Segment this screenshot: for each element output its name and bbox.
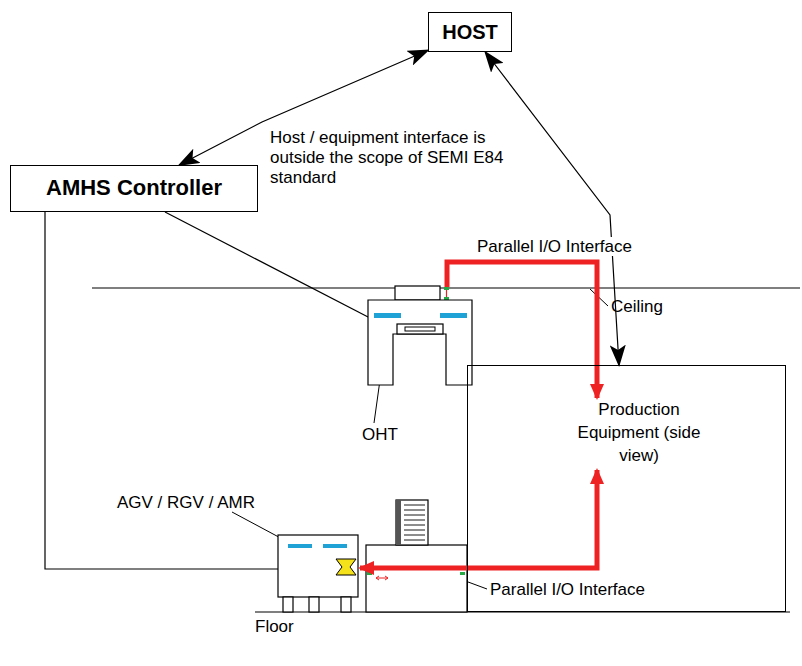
annotation-label: Floor bbox=[255, 617, 294, 637]
wafer-line bbox=[404, 505, 425, 506]
pio-link bbox=[360, 470, 597, 568]
control-wire bbox=[45, 212, 278, 569]
annotation-label: Parallel I/O Interface bbox=[490, 580, 645, 600]
agv-leg bbox=[309, 597, 319, 612]
carrier-door bbox=[396, 500, 401, 545]
wafer-line bbox=[404, 540, 425, 541]
system-box: HOST bbox=[428, 12, 512, 52]
system-box: AMHS Controller bbox=[10, 165, 258, 212]
node-text: AMHS Controller bbox=[46, 175, 222, 201]
wafer-line bbox=[404, 535, 425, 536]
oht-gripper bbox=[397, 324, 443, 334]
wafer-line bbox=[404, 520, 425, 521]
oht-gripper bbox=[405, 327, 435, 331]
annotation-text: Ceiling bbox=[611, 297, 663, 316]
agv-window bbox=[323, 544, 347, 548]
annotation-text: AGV / RGV / AMR bbox=[117, 493, 255, 512]
annotation-text: Parallel I/O Interface bbox=[475, 237, 634, 256]
edge-label-text: Host / equipment interface is outside th… bbox=[270, 128, 503, 187]
annotation-label: AGV / RGV / AMR bbox=[117, 493, 255, 513]
wafer-line bbox=[404, 530, 425, 531]
agv-body bbox=[278, 535, 358, 597]
pio-beam bbox=[376, 576, 388, 580]
agv-gripper bbox=[336, 559, 356, 575]
agv-window bbox=[288, 544, 312, 548]
equipment-box: Production Equipment (side view) bbox=[467, 365, 786, 612]
wafer-line bbox=[404, 515, 425, 516]
agv-leg bbox=[341, 597, 351, 612]
interface-arrow bbox=[485, 52, 619, 365]
oht-window bbox=[440, 313, 467, 318]
node-text: Production Equipment (side view) bbox=[574, 398, 704, 467]
pio-beam bbox=[446, 290, 447, 297]
agv-leg bbox=[283, 597, 293, 612]
leader-line bbox=[374, 380, 380, 423]
annotation-text: Floor bbox=[255, 617, 294, 636]
load-port bbox=[366, 545, 467, 612]
annotation-label: Ceiling bbox=[611, 297, 663, 317]
pio-sensor bbox=[367, 572, 372, 575]
node-text: HOST bbox=[442, 20, 498, 44]
wafer-lines bbox=[404, 505, 425, 540]
wafer-carrier bbox=[396, 500, 428, 545]
oht-trolley bbox=[395, 286, 440, 300]
annotation-text: OHT bbox=[362, 425, 398, 444]
wafer-line bbox=[404, 510, 425, 511]
pio-sensor bbox=[460, 572, 465, 575]
edge-label: Host / equipment interface is outside th… bbox=[270, 128, 532, 188]
oht-window bbox=[374, 313, 401, 318]
pio-link bbox=[447, 262, 597, 398]
annotation-label: OHT bbox=[362, 425, 398, 445]
wafer-line bbox=[404, 525, 425, 526]
pio-sensor bbox=[444, 287, 449, 290]
oht-body bbox=[368, 300, 472, 385]
annotation-label: Parallel I/O Interface bbox=[475, 237, 634, 257]
annotation-text: Parallel I/O Interface bbox=[490, 580, 645, 599]
control-wire bbox=[165, 212, 370, 318]
